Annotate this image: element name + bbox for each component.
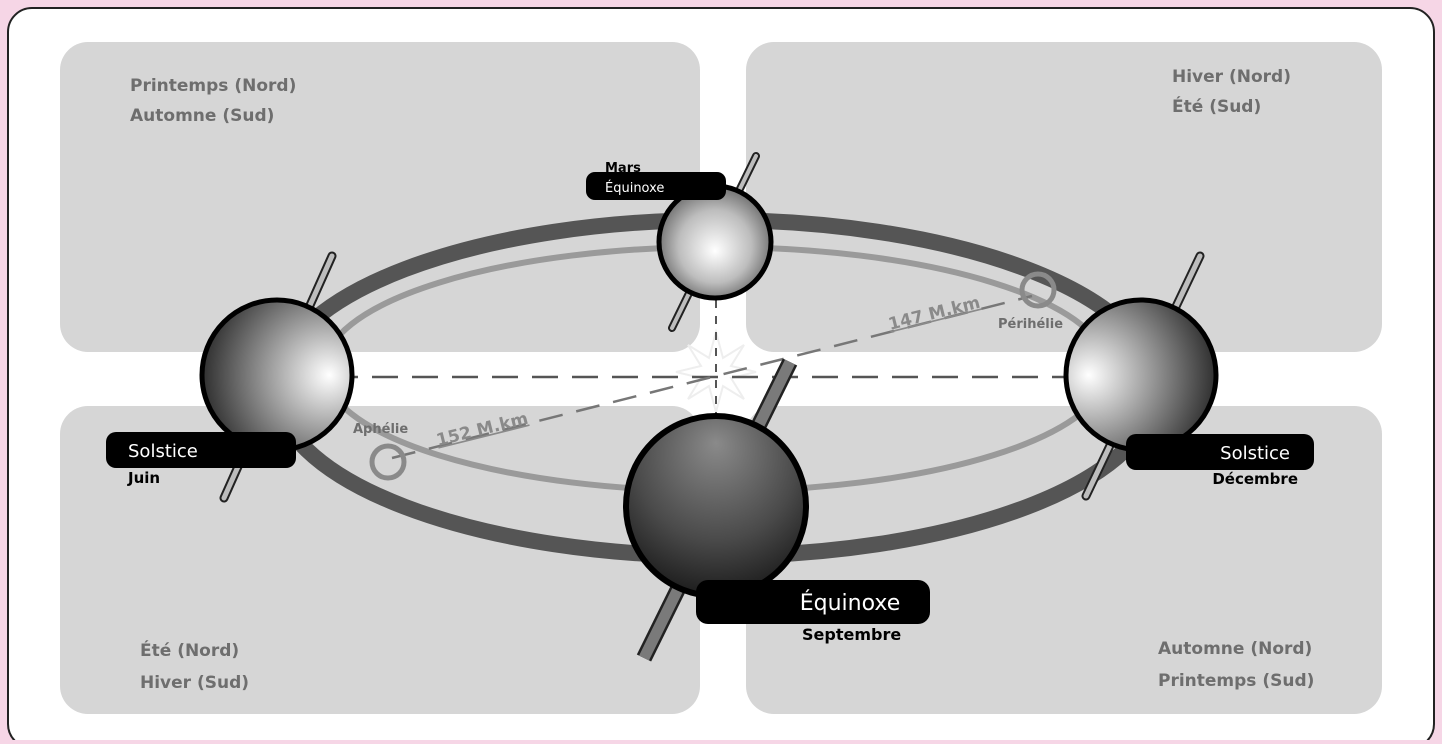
perihelion-marker-icon: [1019, 271, 1057, 309]
apsides-line: [391, 294, 1033, 460]
season-top-left-line1: Printemps (Nord): [130, 76, 296, 96]
september-month-label: Septembre: [802, 625, 901, 644]
december-month-label: Décembre: [1212, 470, 1298, 488]
december-label-box: [1126, 434, 1314, 470]
season-top-left-line2: Automne (Sud): [130, 106, 274, 126]
december-event-label: Solstice: [1220, 443, 1290, 464]
season-bottom-right-line1: Automne (Nord): [1158, 639, 1312, 659]
june-label-box: [106, 432, 296, 468]
march-month-label: Mars: [605, 161, 641, 176]
aphelion-marker-icon: [369, 443, 407, 481]
june-event-label: Solstice: [128, 441, 198, 462]
quadrant-panel-bottom-right: [746, 406, 1382, 714]
season-top-right-line1: Hiver (Nord): [1172, 67, 1291, 87]
perihelion-label: Périhélie: [998, 317, 1063, 332]
earth-december-icon: [1063, 297, 1219, 453]
quadrant-panel-top-right: [746, 42, 1382, 352]
march-label-box: [586, 172, 726, 200]
earth-march-icon: [656, 183, 774, 301]
earth-june-icon: [199, 297, 355, 453]
season-bottom-right-line2: Printemps (Sud): [1158, 671, 1314, 691]
september-event-label: Équinoxe: [800, 590, 901, 616]
march-event-label: Équinoxe: [605, 180, 664, 196]
quadrant-panel-bottom-left: [60, 406, 700, 714]
season-bottom-left-line2: Hiver (Sud): [140, 673, 249, 693]
june-month-label: Juin: [127, 469, 160, 487]
quadrant-panel-top-left: [60, 42, 700, 352]
earth-september-icon: [623, 413, 809, 599]
september-label-box: [696, 580, 930, 624]
season-top-right-line2: Été (Sud): [1172, 95, 1261, 117]
aphelion-label: Aphélie: [353, 422, 408, 437]
season-bottom-left-line1: Été (Nord): [140, 639, 239, 661]
